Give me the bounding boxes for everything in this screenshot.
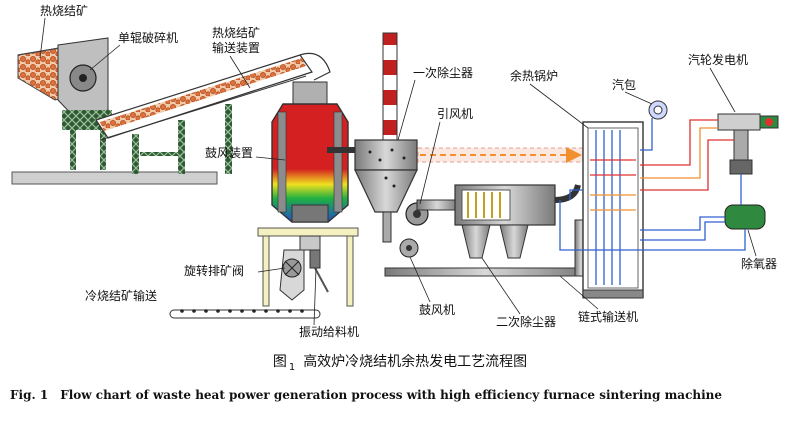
label-secondary-dust-collector: 二次除尘器 [496, 314, 556, 329]
label-waste-heat-boiler: 余热锅炉 [510, 68, 558, 83]
leader-lines [39, 17, 757, 326]
label-vibration-feeder: 振动给料机 [299, 325, 359, 339]
steam-water-pipes [559, 118, 746, 251]
hot-gas-flow [417, 147, 584, 163]
vibration-feeder [309, 249, 329, 293]
caption-cn-prefix: 图 [272, 354, 287, 370]
rotary-discharge-valve [279, 235, 321, 301]
induced-draft-fan [405, 199, 458, 226]
label-hot-conveyor-line2: 输送装置 [212, 40, 260, 55]
figure-caption-en: Fig. 1 Flow chart of waste heat power gen… [10, 388, 800, 402]
caption-en-number: Fig. 1 [10, 388, 49, 402]
caption-cn-number: 1 [288, 361, 296, 373]
hot-ore-conveyor [95, 52, 331, 141]
blower-fan [399, 238, 419, 258]
cold-ore-conveyor [169, 309, 321, 319]
chimney [382, 32, 398, 144]
label-crusher: 单辊破碎机 [118, 30, 178, 45]
label-primary-dust-collector: 一次除尘器 [413, 65, 473, 80]
primary-dust-collector [327, 139, 418, 243]
label-cold-ore-conveyor: 冷烧结矿输送 [85, 288, 157, 303]
label-deaerator: 除氧器 [741, 256, 777, 271]
label-hot-ore: 热烧结矿 [40, 4, 88, 18]
steam-drum [648, 100, 668, 120]
secondary-dust-collector [454, 184, 581, 259]
conveyor-supports [132, 104, 232, 174]
deaerator [724, 204, 766, 230]
label-turbine-generator: 汽轮发电机 [688, 52, 748, 67]
label-chain-conveyor: 链式输送机 [578, 309, 638, 324]
label-blower-fan: 鼓风机 [419, 303, 455, 317]
label-rotary-valve: 旋转排矿阀 [184, 263, 244, 278]
sintering-furnace [271, 81, 349, 223]
single-roll-crusher [57, 37, 112, 170]
label-steam-drum: 汽包 [612, 77, 636, 92]
process-flow-diagram: 热烧结矿 单辊破碎机 热烧结矿 输送装置 一次除尘器 余热锅炉 汽包 汽轮发电机… [11, 4, 779, 339]
label-induced-fan: 引风机 [437, 107, 473, 121]
caption-en-text: Flow chart of waste heat power generatio… [60, 388, 723, 402]
turbine-generator [717, 113, 779, 175]
label-hot-conveyor-line1: 热烧结矿 [212, 26, 260, 40]
waste-heat-boiler [582, 121, 644, 299]
caption-cn-text: 高效炉冷烧结机余热发电工艺流程图 [303, 354, 528, 370]
label-blower-device: 鼓风装置 [205, 146, 253, 160]
base-platform [11, 171, 218, 185]
